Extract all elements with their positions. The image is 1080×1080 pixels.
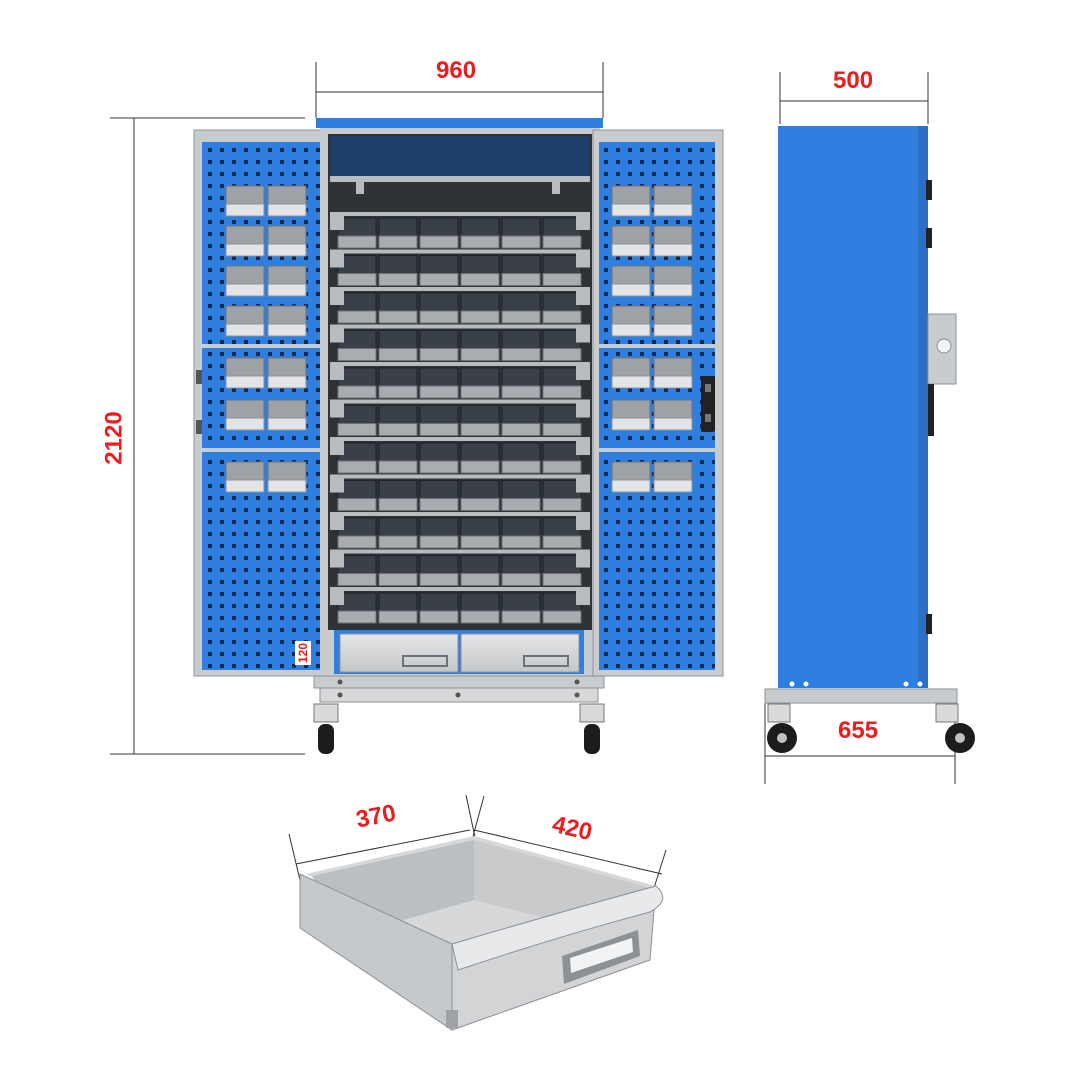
height-dimension-label: 2120: [100, 411, 128, 465]
shelf-rail: [330, 549, 590, 554]
caster-side-left: [767, 703, 797, 753]
shelf-rail: [330, 437, 590, 441]
shelf-rail: [330, 249, 590, 254]
cabinet-body: [316, 118, 603, 676]
shelf-rail: [330, 399, 590, 404]
width-dimension-label: 960: [436, 57, 477, 84]
shelf-rail: [330, 512, 590, 516]
caster-front-left: [313, 703, 339, 754]
front-base: [313, 675, 605, 754]
left-door: [193, 129, 329, 677]
shelf-rail: [330, 362, 590, 366]
shelf-rail: [330, 474, 590, 479]
front-view: [193, 118, 724, 754]
drawer-height-dimension-label: 120: [295, 640, 312, 666]
right-door: [592, 129, 724, 677]
drawer-view: [299, 836, 664, 1031]
shelf-rail: [330, 212, 590, 216]
depth-dimension-label: 500: [833, 67, 874, 94]
shelf-rail: [330, 324, 590, 329]
shelf-rail: [330, 287, 590, 291]
caster-front-right: [579, 703, 605, 754]
side-handle-bracket: [927, 313, 957, 436]
side-view: [764, 126, 975, 753]
shelf-rail: [330, 587, 590, 591]
base-length-dimension-label: 655: [838, 717, 879, 744]
drawer-handle: [562, 930, 640, 984]
caster-side-right: [935, 703, 975, 753]
